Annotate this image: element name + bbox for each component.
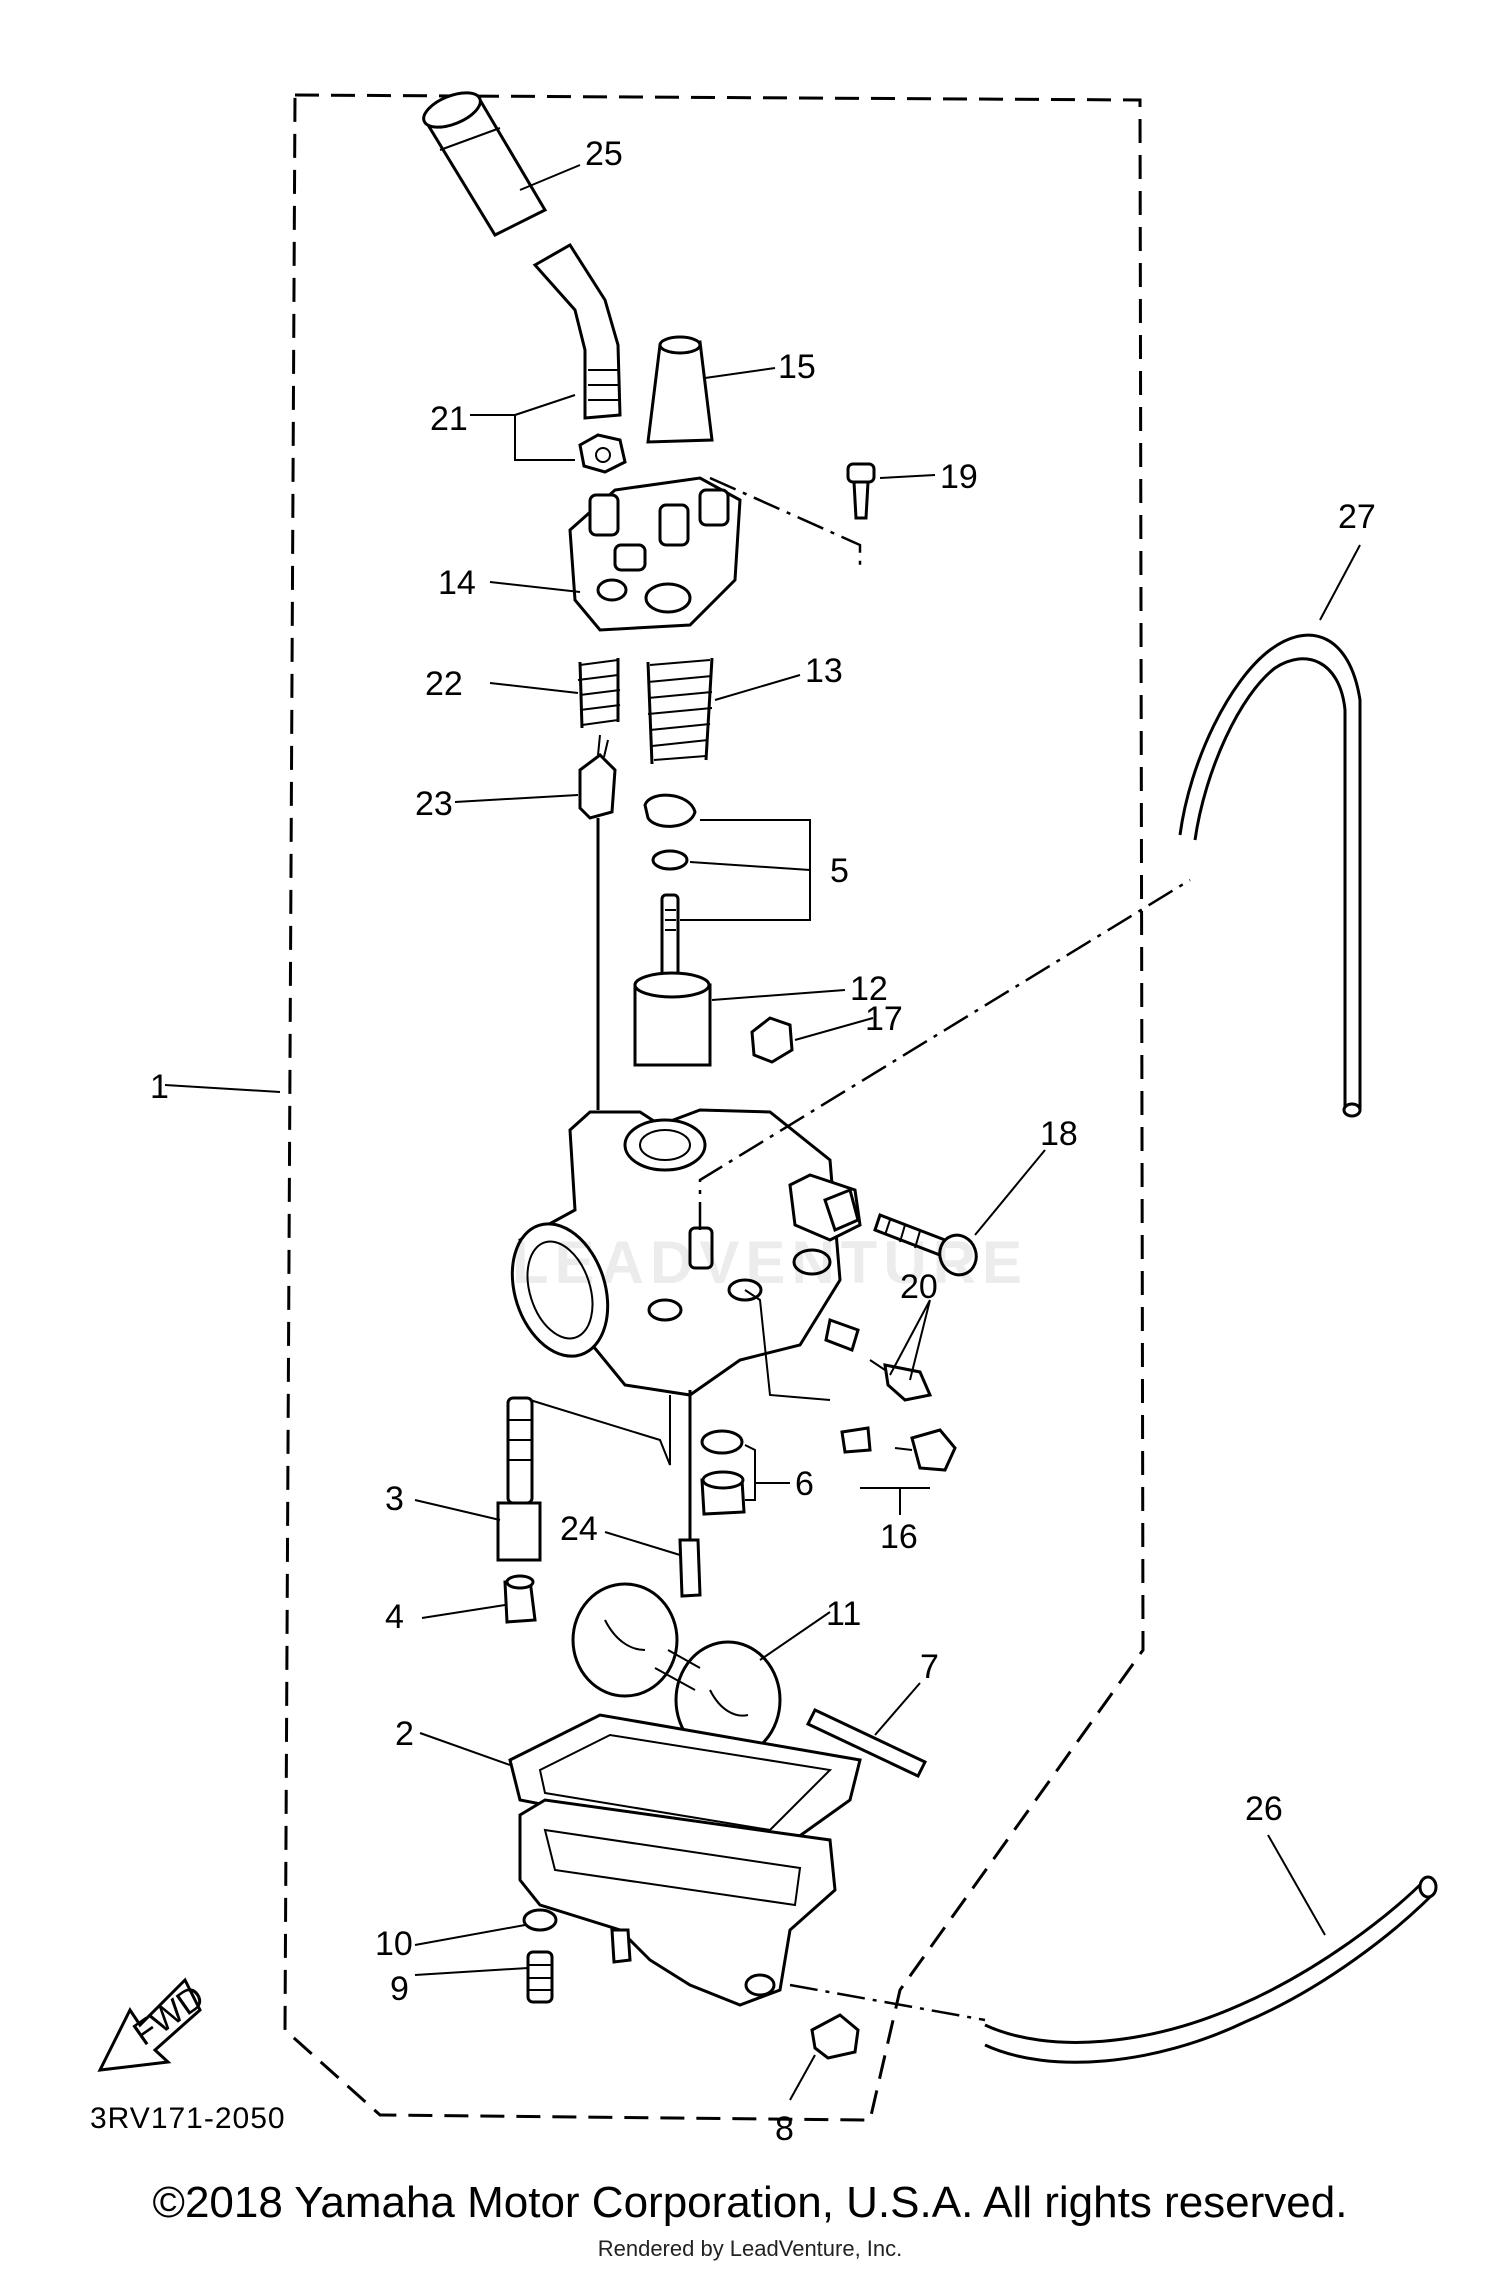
part-27-vent-tube: [1178, 633, 1362, 1118]
copyright-text: ©2018 Yamaha Motor Corporation, U.S.A. A…: [152, 2178, 1348, 2227]
float-bowl: [518, 1798, 837, 2007]
callout-4: 4: [385, 1598, 404, 1636]
part-4-main-jet: [503, 1574, 537, 1624]
part-25-hose-cap: [422, 91, 548, 237]
watermark: LEADVENTURE: [511, 1229, 1029, 1296]
callout-26: 26: [1245, 1790, 1283, 1828]
part-5-needle-clip: [643, 793, 697, 982]
part-3-needle-jet: [496, 1395, 671, 1562]
part-8-drain-screw: [789, 1983, 986, 2060]
part-16-stop-screw: [840, 1426, 957, 1472]
part-11-float: [571, 1582, 782, 1760]
callout-6: 6: [795, 1465, 814, 1503]
callout-16: 16: [880, 1518, 918, 1556]
part-20-air-screw: [824, 1318, 933, 1402]
part-26-overflow-hose: [984, 1875, 1438, 2064]
carburetor-body: [510, 878, 1191, 1401]
callout-13: 13: [805, 652, 843, 690]
callout-8: 8: [775, 2110, 794, 2148]
callout-22: 22: [425, 665, 463, 703]
callout-5: 5: [830, 852, 849, 890]
callout-10: 10: [375, 1925, 413, 1963]
part-17-cap: [750, 1016, 794, 1064]
part-19-screw: [846, 462, 876, 520]
callout-23: 23: [415, 785, 453, 823]
callout-12: 12: [850, 970, 888, 1008]
callout-1: 1: [150, 1068, 169, 1106]
assembly-boundary: [283, 93, 1145, 2122]
rendered-by-text: Rendered by LeadVenture, Inc.: [597, 2236, 903, 2261]
part-2-gasket: [508, 1713, 862, 1852]
part-13-throttle-spring: [646, 657, 714, 765]
part-21-vent-tube: [532, 242, 627, 474]
part-12-throttle-valve: [633, 971, 712, 1067]
callout-17: 17: [865, 1000, 903, 1038]
part-10-washer: [522, 1908, 558, 1932]
leader-lines: [164, 164, 1361, 2101]
callout-14: 14: [438, 564, 476, 602]
callout-2: 2: [395, 1715, 414, 1753]
callout-11: 11: [826, 1595, 861, 1633]
callout-21: 21: [430, 400, 468, 438]
callout-9: 9: [390, 1970, 409, 2008]
part-15-rubber-boot: [646, 335, 714, 444]
part-14-top-cover: [568, 476, 862, 632]
part-23-starter-plunger: [578, 734, 617, 1110]
callout-25: 25: [585, 135, 623, 173]
callout-20: 20: [900, 1268, 938, 1306]
callout-7: 7: [920, 1648, 939, 1686]
diagram-code: 3RV171-2050: [90, 2102, 286, 2135]
part-18-screw: [873, 1213, 978, 1277]
part-24-pilot-jet: [678, 1390, 702, 1598]
part-9-screw: [526, 1950, 554, 2004]
callout-24: 24: [560, 1510, 598, 1548]
part-22-small-spring: [577, 658, 621, 729]
callout-19: 19: [940, 458, 978, 496]
callout-18: 18: [1040, 1115, 1078, 1153]
part-6-jet: [700, 1429, 746, 1516]
callout-27: 27: [1338, 498, 1376, 536]
callout-15: 15: [778, 348, 816, 386]
fwd-arrow-icon: FWD: [97, 1977, 211, 2072]
fwd-label: FWD: [126, 1978, 211, 2054]
callout-3: 3: [385, 1480, 404, 1518]
part-7-float-pin: [805, 1708, 928, 1778]
